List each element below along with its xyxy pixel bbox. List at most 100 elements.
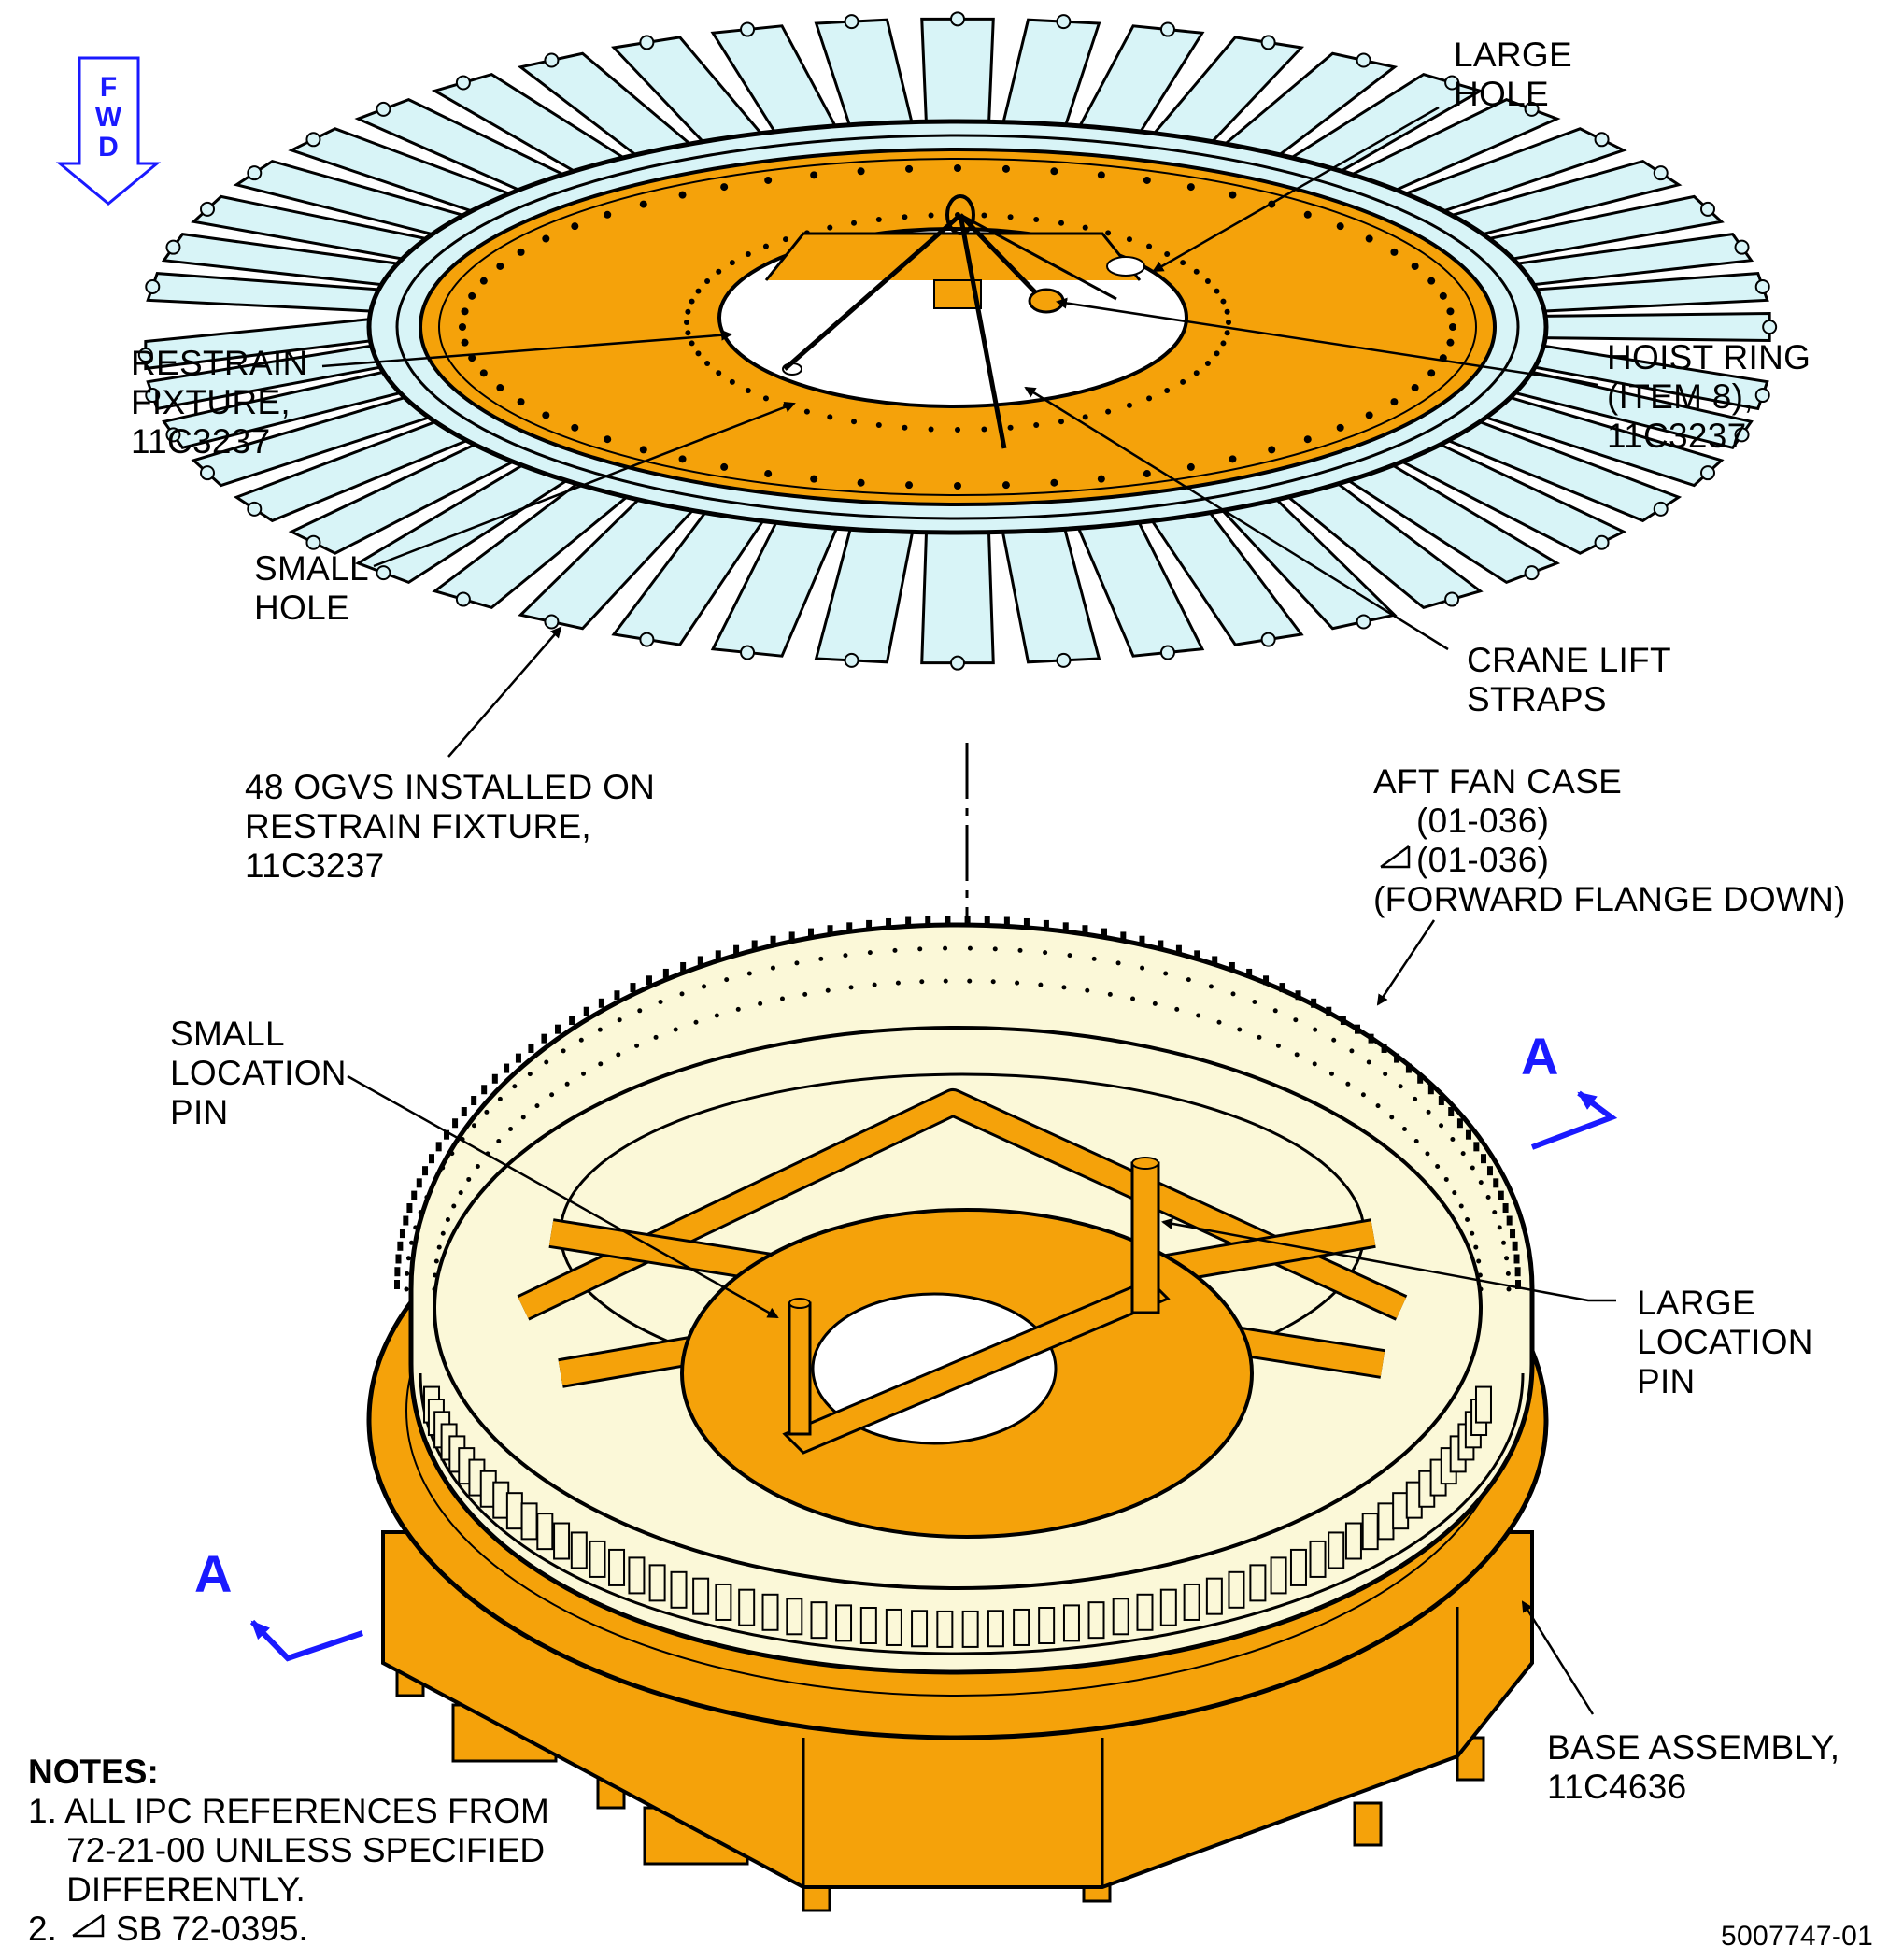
fixture-hole	[1229, 191, 1237, 199]
case-hole	[1485, 1195, 1491, 1200]
case-hole	[919, 979, 925, 985]
fixture-hole	[1050, 478, 1058, 487]
case-hole	[1375, 1103, 1381, 1109]
ogv-vane-foot	[165, 427, 181, 443]
case-tooth	[1023, 917, 1030, 928]
case-hole	[1061, 985, 1067, 990]
case-slot	[1289, 1548, 1307, 1586]
case-hole	[1186, 977, 1191, 983]
case-tooth	[733, 944, 740, 955]
fixture-hole	[1186, 462, 1195, 471]
fixture-hole	[905, 481, 914, 490]
ogv-vane-foot	[1056, 14, 1072, 30]
fixture-hole	[902, 214, 908, 220]
label-large-location-pin: LARGE LOCATION PIN	[1637, 1284, 1813, 1400]
section-marker-a-left: A	[194, 1544, 233, 1603]
fixture-hole	[1204, 277, 1211, 284]
fixture-hole	[571, 423, 579, 432]
fixture-hole	[1224, 330, 1230, 336]
case-slot	[1062, 1604, 1080, 1642]
case-hole	[1505, 1271, 1511, 1276]
case-hole	[758, 1001, 763, 1006]
case-hole	[1476, 1258, 1482, 1264]
case-tooth	[1368, 1033, 1374, 1044]
case-tooth	[1003, 916, 1010, 927]
case-hole	[967, 945, 973, 951]
case-tooth	[680, 961, 687, 972]
case-hole	[617, 1017, 622, 1023]
fixture-hole	[1446, 307, 1455, 316]
case-tooth	[1175, 944, 1182, 955]
case-tooth	[1417, 1073, 1424, 1084]
case-slot	[936, 1610, 954, 1648]
fixture-hole	[954, 164, 961, 172]
fixture-hole	[1439, 291, 1447, 300]
ogv-vane-foot	[1754, 388, 1770, 404]
case-hole	[1085, 987, 1090, 993]
case-tooth	[1381, 1043, 1387, 1053]
case-tooth	[422, 1166, 429, 1176]
case-hole	[440, 1165, 446, 1171]
case-tooth	[583, 1006, 589, 1016]
case-hole	[1458, 1203, 1464, 1209]
case-hole	[1252, 1000, 1257, 1005]
case-hole	[1196, 1013, 1201, 1018]
case-hole	[1443, 1176, 1449, 1182]
case-slot	[859, 1607, 877, 1645]
case-slot	[570, 1531, 588, 1569]
fixture-hole	[1336, 222, 1344, 231]
fixture-hole	[468, 291, 476, 300]
fixture-hole	[468, 354, 476, 362]
case-tooth	[1043, 919, 1049, 930]
case-hole	[1439, 1123, 1444, 1129]
case-hole	[714, 1013, 719, 1018]
case-hole	[458, 1190, 463, 1196]
ogv-vane-foot	[1524, 565, 1540, 581]
fixture-hole	[704, 361, 711, 367]
ogv-vane-foot	[544, 52, 560, 68]
case-hole	[475, 1164, 480, 1170]
case-tooth	[697, 956, 703, 966]
case-tooth	[403, 1215, 409, 1226]
case-hole	[597, 1027, 603, 1032]
case-tooth	[808, 928, 815, 938]
ogv-vane-foot	[1699, 465, 1715, 481]
fwd-letter-f: F	[99, 72, 118, 103]
fixture-hole	[1058, 419, 1064, 425]
case-hole	[1425, 1151, 1430, 1157]
case-hole	[561, 1048, 566, 1054]
case-slot	[536, 1513, 554, 1551]
case-tooth	[444, 1129, 450, 1140]
fixture-hole	[1427, 369, 1436, 377]
label-restrain-fixture: RESTRAIN FIXTURE, 11C3237	[131, 344, 308, 461]
ogv-vane-foot	[137, 348, 153, 362]
case-tooth	[1427, 1085, 1434, 1095]
fixture-hole	[762, 243, 769, 249]
ogv-vane	[920, 517, 995, 665]
case-hole	[1478, 1286, 1484, 1292]
case-hole	[802, 991, 808, 997]
case-hole	[544, 1059, 549, 1065]
fixture-hole	[803, 408, 810, 415]
case-hole	[405, 1271, 410, 1276]
case-hole	[1174, 1006, 1180, 1012]
case-tooth	[1486, 1166, 1493, 1176]
case-slot	[1328, 1531, 1345, 1569]
case-slot	[1377, 1502, 1395, 1541]
case-hole	[1470, 1230, 1475, 1236]
case-hole	[917, 946, 923, 952]
fixture-hole	[1204, 361, 1211, 367]
case-hole	[432, 1286, 437, 1292]
case-tooth	[846, 922, 853, 932]
label-aft-fan-case-2: (01-036)	[1416, 802, 1550, 840]
fixture-hole	[1143, 470, 1151, 478]
case-hole	[702, 984, 707, 989]
fixture-hole	[1220, 340, 1227, 347]
fixture-hole	[981, 212, 987, 219]
case-hole	[679, 991, 685, 997]
restrain-fixture	[419, 148, 1497, 506]
case-hole	[1313, 1027, 1318, 1032]
fixture-hole	[1126, 236, 1132, 243]
fixture-hole	[764, 470, 773, 478]
case-tooth	[751, 940, 758, 950]
